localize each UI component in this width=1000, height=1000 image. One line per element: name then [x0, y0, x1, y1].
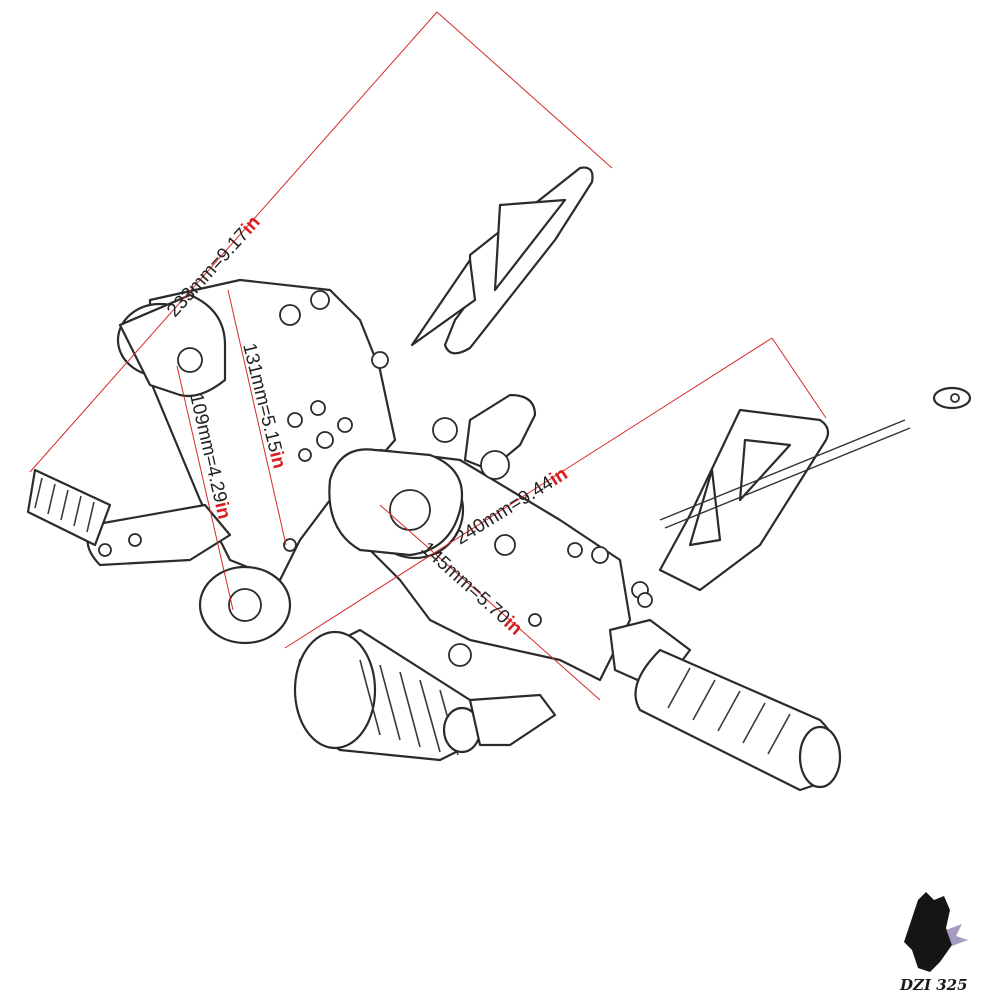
dim-line-109 [176, 365, 234, 611]
right-foot-peg-knurling [667, 667, 791, 755]
dim-line-131 [227, 289, 287, 546]
brake-pedal-tip [468, 693, 557, 747]
right-bracket-bolts [448, 450, 653, 667]
brake-rod-2 [664, 427, 911, 529]
horse-head-icon [904, 892, 952, 972]
watermark-text: DZI 325 [899, 976, 968, 994]
rider-peg-face [293, 630, 377, 750]
left-lower-pivot-hole [228, 588, 262, 622]
left-rearset [26, 166, 594, 645]
watermark: DZI 325 [899, 892, 968, 994]
right-rearset [293, 386, 972, 792]
right-heel-plate-cutout-2 [688, 468, 722, 547]
left-heel-plate-cutout-2 [410, 258, 477, 347]
rider-peg-knurling [359, 659, 459, 756]
watermark-splash [946, 924, 968, 946]
left-shift-peg [26, 468, 112, 547]
left-bracket-bolts [98, 290, 458, 557]
dim-line-240 [284, 337, 773, 649]
brake-rod [659, 419, 906, 521]
dim-line-233 [29, 11, 438, 473]
left-shift-peg-knurling [34, 477, 95, 533]
dim-line-240-ext [771, 337, 827, 419]
left-top-pivot-body [118, 293, 227, 398]
dim-line-233-ext [436, 11, 613, 169]
right-foot-peg-cap [798, 725, 842, 789]
dim-line-145 [379, 504, 601, 701]
brake-rod-end-hole [950, 393, 960, 403]
right-heel-plate-cutout [738, 438, 792, 502]
right-pivot-hole [389, 489, 431, 531]
left-shift-arm [86, 503, 232, 567]
left-heel-plate-cutout [493, 198, 567, 292]
right-heel-plate [658, 408, 830, 592]
dimension-lines [29, 11, 827, 701]
left-top-pivot-hole [177, 347, 203, 373]
